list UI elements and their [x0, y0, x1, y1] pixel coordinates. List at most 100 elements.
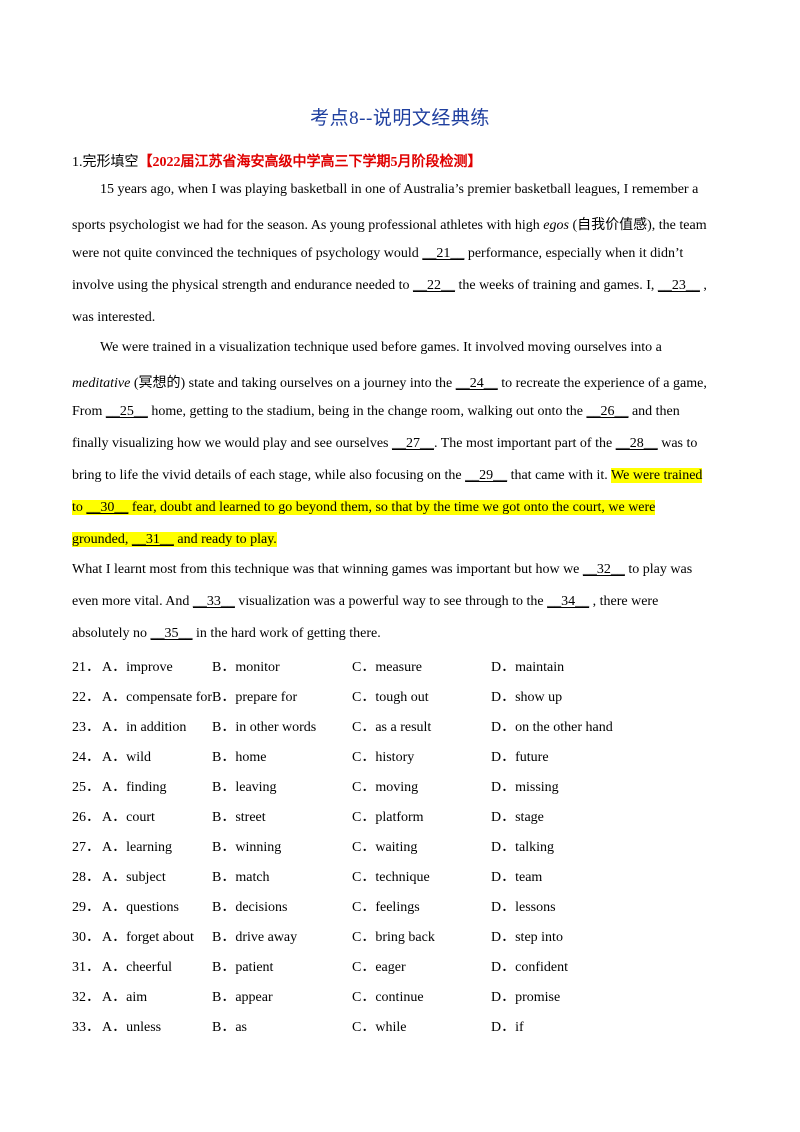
- passage-line: We were trained in a visualization techn…: [100, 340, 662, 355]
- highlighted-text: We were trained: [611, 468, 703, 483]
- page-title: 考点8--说明文经典练: [310, 108, 490, 129]
- option-c[interactable]: C．technique: [352, 870, 430, 885]
- blank-30: __30__: [86, 500, 129, 515]
- option-d[interactable]: D．if: [491, 1020, 524, 1035]
- passage-line: finally visualizing how we would play an…: [72, 436, 698, 451]
- blank-26: __26__: [586, 404, 629, 419]
- highlighted-text: grounded, __31__ and ready to play.: [72, 532, 277, 547]
- option-a[interactable]: A．questions: [102, 900, 179, 915]
- option-b[interactable]: B．match: [212, 870, 270, 885]
- option-b[interactable]: B．leaving: [212, 780, 277, 795]
- blank-21: __21__: [422, 246, 465, 261]
- question-label: 1.完形填空: [72, 155, 139, 170]
- option-d[interactable]: D．step into: [491, 930, 563, 945]
- option-d[interactable]: D．missing: [491, 780, 559, 795]
- option-d[interactable]: D．team: [491, 870, 543, 885]
- option-d[interactable]: D．on the other hand: [491, 720, 613, 735]
- option-c[interactable]: C．bring back: [352, 930, 435, 945]
- option-d[interactable]: D．stage: [491, 810, 544, 825]
- option-c[interactable]: C．measure: [352, 660, 422, 675]
- option-d[interactable]: D．promise: [491, 990, 561, 1005]
- option-d[interactable]: D．show up: [491, 690, 563, 705]
- option-a[interactable]: A．improve: [102, 660, 173, 675]
- blank-27: __27__: [391, 436, 434, 451]
- option-b[interactable]: B．street: [212, 810, 266, 825]
- passage-line: bring to life the vivid details of each …: [72, 468, 703, 483]
- option-b[interactable]: B．patient: [212, 960, 274, 975]
- option-c[interactable]: C．history: [352, 750, 415, 765]
- option-b[interactable]: B．decisions: [212, 900, 288, 915]
- option-c[interactable]: C．while: [352, 1020, 407, 1035]
- passage-line: even more vital. And __33__ visualizatio…: [72, 594, 659, 609]
- option-a[interactable]: A．in addition: [102, 720, 187, 735]
- option-b[interactable]: B．drive away: [212, 930, 298, 945]
- blank-22: __22__: [412, 278, 455, 293]
- passage-line: were not quite convinced the techniques …: [72, 246, 684, 261]
- option-c[interactable]: C．as a result: [352, 720, 432, 735]
- blank-32: __32__: [582, 562, 625, 577]
- passage-line: 15 years ago, when I was playing basketb…: [100, 182, 699, 197]
- passage-line: grounded, __31__ and ready to play.: [72, 532, 277, 548]
- option-c[interactable]: C．eager: [352, 960, 406, 975]
- option-b[interactable]: B．appear: [212, 990, 273, 1005]
- option-c[interactable]: C．platform: [352, 810, 424, 825]
- option-b[interactable]: B．prepare for: [212, 690, 298, 705]
- blank-33: __33__: [192, 594, 235, 609]
- blank-31: __31__: [131, 532, 174, 547]
- question-source: 【2022届江苏省海安高级中学高三下学期5月阶段检测】: [138, 155, 482, 170]
- highlighted-text: to __30__ fear, doubt and learned to go …: [72, 500, 656, 515]
- passage-line: meditative (冥想的) state and taking oursel…: [72, 376, 707, 391]
- blank-25: __25__: [105, 404, 148, 419]
- option-c[interactable]: C．feelings: [352, 900, 420, 915]
- blank-28: __28__: [615, 436, 658, 451]
- option-a[interactable]: A．finding: [102, 780, 167, 795]
- passage-line: sports psychologist we had for the seaso…: [72, 218, 707, 233]
- option-b[interactable]: B．monitor: [212, 660, 280, 675]
- option-d[interactable]: D．future: [491, 750, 549, 765]
- blank-29: __29__: [465, 468, 508, 483]
- option-d[interactable]: D．talking: [491, 840, 554, 855]
- option-d[interactable]: D．maintain: [491, 660, 565, 675]
- passage-line: involve using the physical strength and …: [72, 278, 707, 293]
- option-a[interactable]: A．forget about: [102, 930, 194, 945]
- option-c[interactable]: C．continue: [352, 990, 424, 1005]
- option-c[interactable]: C．waiting: [352, 840, 418, 855]
- option-c[interactable]: C．tough out: [352, 690, 429, 705]
- option-a[interactable]: A．unless: [102, 1020, 162, 1035]
- option-a[interactable]: A．subject: [102, 870, 166, 885]
- option-c[interactable]: C．moving: [352, 780, 419, 795]
- passage-line: was interested.: [72, 310, 156, 325]
- italic-term: meditative: [72, 376, 131, 391]
- passage-line: to __30__ fear, doubt and learned to go …: [72, 500, 656, 516]
- option-b[interactable]: B．home: [212, 750, 267, 765]
- option-a[interactable]: A．cheerful: [102, 960, 172, 975]
- option-a[interactable]: A．wild: [102, 750, 151, 765]
- option-a[interactable]: A．aim: [102, 990, 148, 1005]
- option-a[interactable]: A．court: [102, 810, 155, 825]
- italic-term: egos: [543, 218, 569, 233]
- option-d[interactable]: D．confident: [491, 960, 568, 975]
- blank-24: __24__: [455, 376, 498, 391]
- question-header: 1.完形填空【2022届江苏省海安高级中学高三下学期5月阶段检测】: [72, 151, 482, 171]
- option-b[interactable]: B．as: [212, 1020, 247, 1035]
- passage-line: What I learnt most from this technique w…: [72, 562, 693, 577]
- option-a[interactable]: A．learning: [102, 840, 172, 855]
- option-b[interactable]: B．in other words: [212, 720, 317, 735]
- option-a[interactable]: A．compensate for: [102, 690, 213, 705]
- option-d[interactable]: D．lessons: [491, 900, 556, 915]
- option-b[interactable]: B．winning: [212, 840, 282, 855]
- passage-line: From __25__ home, getting to the stadium…: [72, 404, 680, 419]
- passage-line: absolutely no __35__ in the hard work of…: [72, 626, 381, 641]
